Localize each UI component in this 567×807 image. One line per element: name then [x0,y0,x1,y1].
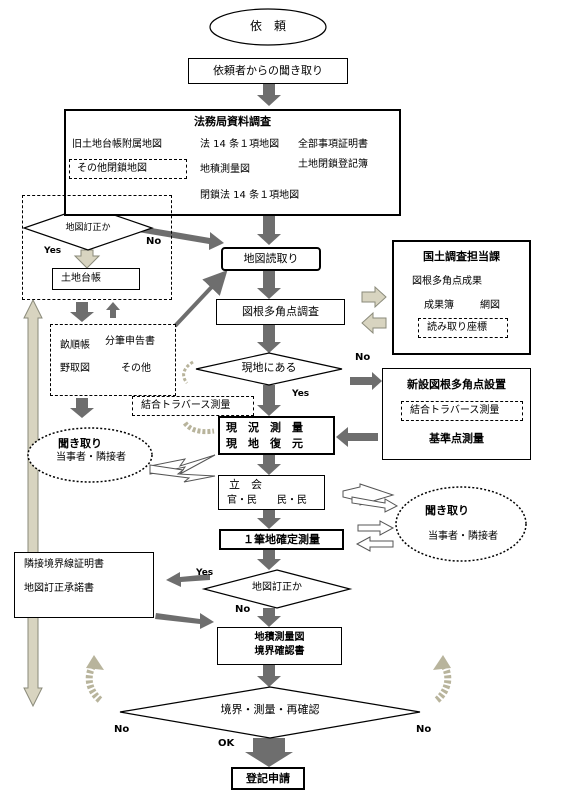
yes-label-2: Yes [292,389,310,399]
map-reading-label: 地図読取り [243,252,299,265]
witness-sub: 官・民 民・民 [227,495,307,506]
legal-item-2: 全部事項証明書 [298,139,368,150]
witness-box: 立 会 官・民 民・民 [218,475,325,510]
neighbor-doc-1: 地図訂正承諾書 [24,583,94,594]
old-doc-1: 分筆申告書 [105,336,155,347]
legal-item-5: 土地閉鎖登記簿 [298,159,368,170]
hearing-right-title: 聞き取り [425,504,469,517]
parcel-survey-box: １筆地確定測量 [219,529,344,550]
legal-item-3: その他閉鎖地図 [77,163,147,174]
gov-item-3: 読み取り座標 [427,322,487,333]
no-label-3: No [235,604,251,615]
diamond-on-site [195,352,343,386]
legal-item-1: 法 14 条１項地図 [200,139,280,150]
legal-item-4: 地積測量図 [200,164,250,175]
gov-dept-box: 国土調査担当課 図根多角点成果 成果簿 網図 読み取り座標 [392,240,531,355]
legal-survey-title: 法務局資料調査 [194,115,271,128]
gov-dept-title: 国土調査担当課 [423,250,500,263]
survey-map-line-0: 地積測量図 [254,632,305,643]
legal-item-0: 旧土地台帳附属地図 [72,139,162,150]
reference-points-box: 図根多角点調査 [216,299,345,325]
no-label-5: No [416,724,432,735]
map-correction-2-label: 地図訂正か [252,582,302,593]
traverse-right-box: 結合トラバース測量 [401,401,523,421]
other-closed-maps-box: その他閉鎖地図 [69,159,187,179]
gov-item-2: 網図 [480,300,500,311]
no-label-4: No [114,724,130,735]
traverse-left-box: 結合トラバース測量 [132,396,254,416]
old-doc-2: 野取図 [60,363,90,374]
curved-arrow-bottom-left [85,661,103,703]
new-points-title: 新設図根多角点設置 [407,378,506,391]
curved-arrow-left [182,360,194,384]
land-ledger-box: 土地台帳 [52,268,140,290]
yes-label-1: Yes [44,246,62,256]
gov-item-0: 図根多角点成果 [412,276,482,287]
hearing-left-who: 当事者・隣接者 [56,452,126,463]
gov-item-1: 成果簿 [424,300,454,311]
oval-request [209,8,327,46]
map-correction-1-label: 地図訂正か [65,223,111,233]
left-dashed-region [22,195,172,300]
old-doc-3: その他 [121,363,151,374]
hollow-arrows [149,454,399,552]
survey-map-box: 地積測量図 境界確認書 [217,627,342,665]
diamond-map-correction-2 [201,569,353,609]
left-vertical-arrow [23,298,43,708]
registration-box: 登記申請 [231,767,305,790]
old-doc-0: 畝順帳 [60,340,90,351]
map-reading-box: 地図読取り [221,247,321,271]
oval-hearing-left [27,427,153,483]
parcel-survey-label: １筆地確定測量 [243,533,320,546]
legal-item-6: 閉鎖法 14 条１項地図 [200,190,300,201]
new-points-box: 新設図根多角点設置 結合トラバース測量 基準点測量 [382,368,531,460]
hearing-client-box: 依頼者からの聞き取り [188,58,348,84]
no-label-2: No [355,352,371,363]
reference-points-label: 図根多角点調査 [242,305,319,318]
on-site-label: 現地にある [241,361,297,374]
request-label: 依 頼 [249,19,286,33]
yes-label-3: Yes [196,568,214,578]
current-survey-line-0: 現 況 測 量 [226,421,303,434]
current-survey-line-1: 現 地 復 元 [226,437,303,450]
neighbor-doc-0: 隣接境界線証明書 [24,559,104,570]
neighbor-docs-box: 隣接境界線証明書 地図訂正承諾書 [14,552,154,618]
registration-label: 登記申請 [246,772,290,785]
hearing-left-title: 聞き取り [58,437,102,450]
no-label-1: No [146,236,162,247]
witness-title: 立 会 [229,478,262,491]
main-arrows [70,84,382,767]
gov-dept-arrows [73,249,387,335]
old-docs-box: 畝順帳 分筆申告書 野取図 その他 [50,324,176,396]
traverse-right-label: 結合トラバース測量 [410,405,500,416]
oval-hearing-right [395,486,527,562]
read-coords-box: 読み取り座標 [418,318,508,338]
ok-label: OK [218,738,235,749]
hearing-client-label: 依頼者からの聞き取り [213,64,323,77]
diamond-reconfirm [119,686,421,739]
hearing-right-who: 当事者・隣接者 [428,531,498,542]
legal-survey-box: 法務局資料調査 旧土地台帳附属地図 法 14 条１項地図 全部事項証明書 その他… [64,109,401,216]
traverse-left-label: 結合トラバース測量 [141,400,231,411]
current-survey-box: 現 況 測 量 現 地 復 元 [218,416,335,455]
diamond-map-correction-1 [22,205,154,251]
survey-map-line-1: 境界確認書 [254,646,305,657]
reconfirm-label: 境界・測量・再確認 [220,703,320,716]
land-ledger-label: 土地台帳 [61,273,101,284]
docs-to-map-line [173,270,228,328]
curved-arrow-bottom-right [434,661,452,703]
base-survey-label: 基準点測量 [429,432,484,445]
